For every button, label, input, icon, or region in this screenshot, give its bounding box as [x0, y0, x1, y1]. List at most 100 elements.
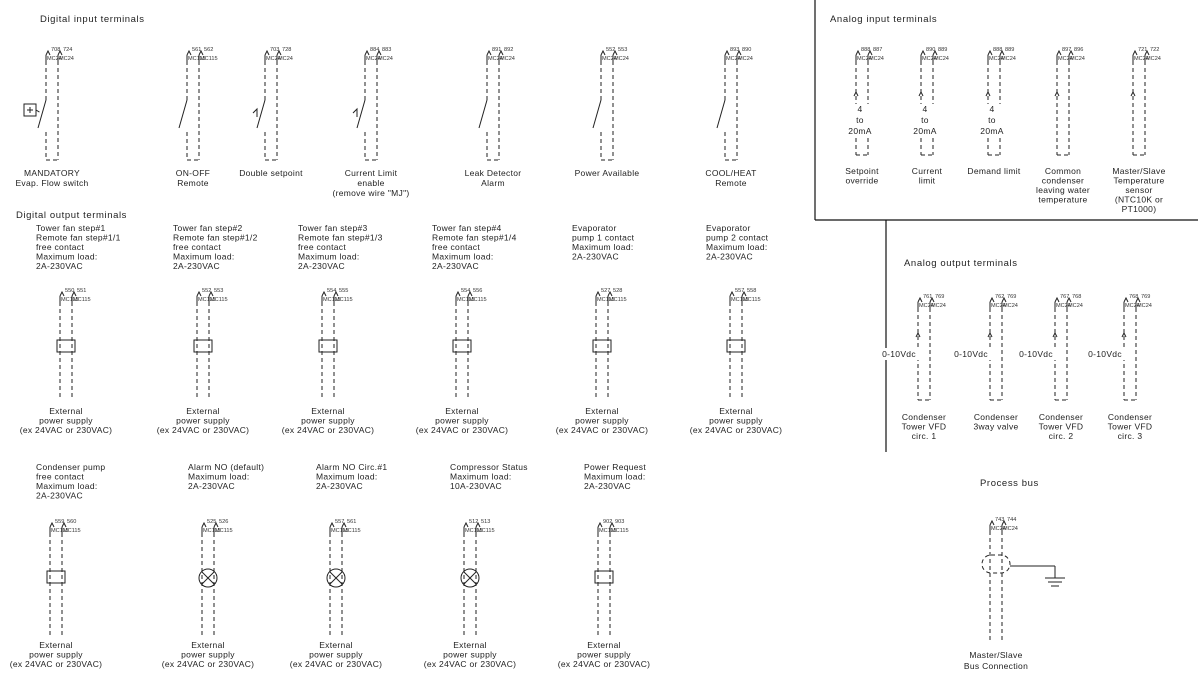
module-label-right: MC115: [611, 528, 629, 534]
output-description: 2A-230VAC: [432, 261, 479, 271]
terminal-number-left: 512: [469, 519, 478, 525]
module-label-right: MC115: [63, 528, 81, 534]
output-description: Maximum load:: [188, 472, 250, 482]
module-label-right: MC115: [743, 297, 761, 303]
output-description: 2A-230VAC: [706, 252, 753, 262]
output-description: free contact: [432, 242, 480, 252]
terminal-marker: [855, 49, 861, 56]
label-line: Power Available: [575, 168, 640, 178]
module-label-left: MC115: [323, 297, 341, 303]
signal-range: 0-10Vdc: [882, 349, 916, 359]
label-line: Alarm: [481, 178, 505, 188]
terminal-number-right: 562: [204, 47, 213, 53]
terminal-number-left: 891: [492, 47, 501, 53]
terminal-marker: [196, 290, 202, 297]
output-description: Condenser pump: [36, 462, 105, 472]
terminal-number-right: 553: [214, 288, 223, 294]
module-label-left: MC24: [922, 56, 937, 62]
module-label-left: MC24: [991, 526, 1006, 532]
output-description: Remote fan step#1/3: [298, 233, 383, 243]
module-label-left: MC115: [331, 528, 349, 534]
module-label-right: MC24: [278, 56, 293, 62]
supply-line: External: [445, 406, 479, 416]
relay-coil: [56, 339, 76, 353]
terminal-marker: [1144, 49, 1150, 56]
terminal-number-left: 884: [370, 47, 379, 53]
terminal-number-left: 527: [601, 288, 610, 294]
output-description: pump 1 contact: [572, 233, 635, 243]
signal-backdrop: [1084, 348, 1126, 360]
switch-blade: [356, 99, 366, 129]
terminal-marker: [467, 290, 473, 297]
terminal-marker: [364, 49, 370, 56]
terminal-number-right: 722: [1150, 47, 1159, 53]
module-label-left: MC24: [991, 303, 1006, 309]
analog-input-label: limit: [919, 176, 936, 186]
signal-arrow: [1121, 331, 1127, 338]
module-label-left: MC24: [1125, 303, 1140, 309]
analog-output-label: circ. 1: [912, 431, 937, 441]
output-description: Alarm NO Circ.#1: [316, 462, 387, 472]
terminal-marker: [49, 521, 55, 528]
output-description: Maximum load:: [173, 252, 235, 262]
terminal-number-right: 892: [504, 47, 513, 53]
signal-arrow: [915, 331, 921, 338]
output-description: Remote fan step#1/1: [36, 233, 121, 243]
signal-range: to: [988, 115, 996, 125]
terminal-marker: [186, 49, 192, 56]
terminal-number-right: 561: [347, 519, 356, 525]
module-label-right: MC24: [1146, 56, 1161, 62]
output-description: Evaporator: [706, 223, 751, 233]
analog-input-label: Temperature: [1113, 176, 1164, 186]
analog-input-label: Setpoint: [845, 166, 879, 176]
output-description: Tower fan step#3: [298, 223, 368, 233]
module-label-left: MC115: [188, 56, 206, 62]
terminal-number-right: 769: [1141, 294, 1150, 300]
flow-switch-icon: [27, 107, 33, 113]
analog-input-label: override: [845, 176, 878, 186]
process-bus-title: Process bus: [980, 478, 1039, 489]
terminal-marker: [1054, 296, 1060, 303]
terminal-number-left: 561: [192, 47, 201, 53]
terminal-marker: [498, 49, 504, 56]
supply-line: (ex 24VAC or 230VAC): [290, 659, 383, 669]
terminal-number-right: 553: [618, 47, 627, 53]
label-line: ON-OFF: [176, 168, 210, 178]
analog-output-label: Tower VFD: [1108, 422, 1153, 432]
terminal-number-right: 555: [339, 288, 348, 294]
terminal-marker: [341, 521, 347, 528]
pushbutton-actuator: [352, 107, 358, 117]
module-label-left: MC115: [599, 528, 617, 534]
terminal-number-left: 554: [327, 288, 336, 294]
module-label-left: MC24: [857, 56, 872, 62]
output-description: 2A-230VAC: [173, 261, 220, 271]
terminal-marker: [612, 49, 618, 56]
terminal-marker: [475, 521, 481, 528]
supply-line: power supply: [443, 650, 497, 660]
terminal-number-left: 890: [926, 47, 935, 53]
supply-line: External: [585, 406, 619, 416]
switch-blade: [478, 99, 488, 129]
output-description: 2A-230VAC: [316, 481, 363, 491]
terminal-marker: [45, 49, 51, 56]
bottom-output-1: Alarm NO (default)Maximum load:2A-230VAC…: [162, 462, 264, 669]
lamp-cross: [329, 571, 343, 585]
module-label-left: MC24: [726, 56, 741, 62]
module-label-left: MC24: [602, 56, 617, 62]
terminal-marker: [1066, 296, 1072, 303]
terminal-number-right: 551: [77, 288, 86, 294]
signal-range: 0-10Vdc: [1019, 349, 1053, 359]
digital-output-title: Digital output terminals: [16, 210, 127, 221]
analog-input-label: leaving water: [1036, 185, 1090, 195]
signal-arrow: [987, 331, 993, 338]
bus-label: Bus Connection: [964, 661, 1028, 671]
